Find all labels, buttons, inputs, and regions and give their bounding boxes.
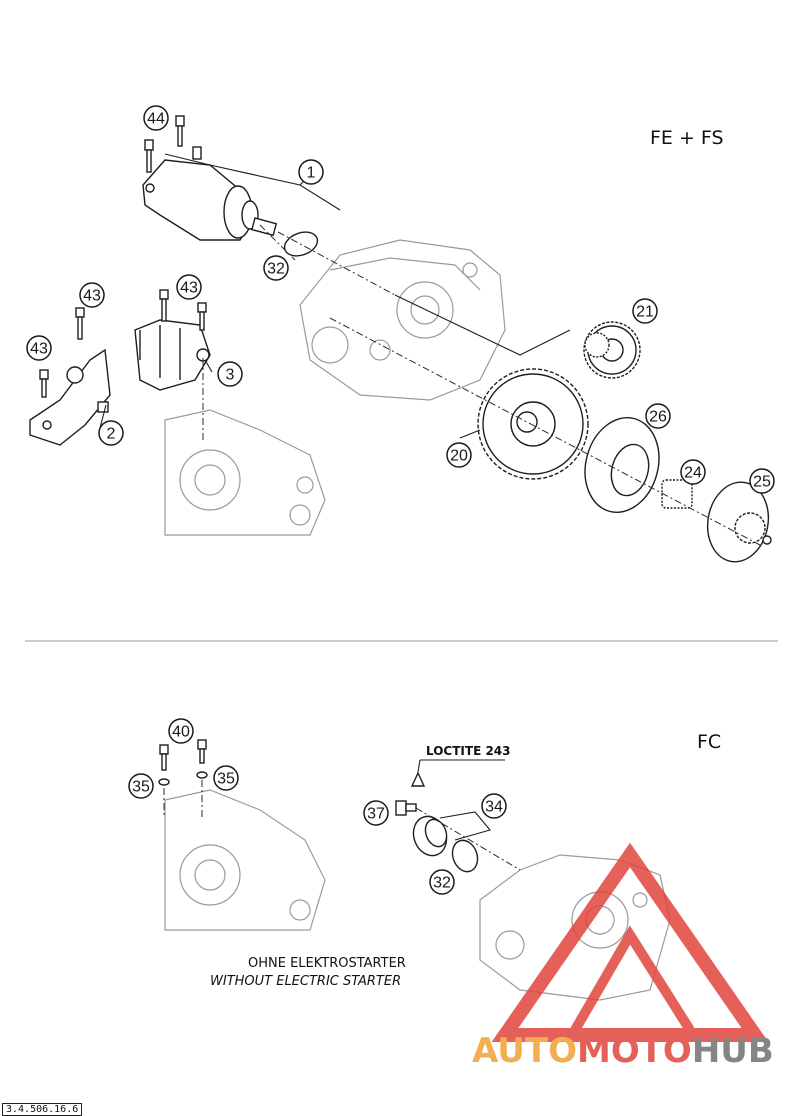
watermark-part-hub: HUB xyxy=(692,1031,774,1071)
bracket-3 xyxy=(134,319,211,391)
note-without-starter-en: WITHOUT ELECTRIC STARTER xyxy=(210,974,401,989)
callout-number: 24 xyxy=(684,465,702,482)
callout-number: 25 xyxy=(753,474,771,491)
gear-20 xyxy=(477,368,589,480)
callout-26: 26 xyxy=(645,403,671,429)
callout-number: 26 xyxy=(649,409,667,426)
section-title-fe-fs: FE + FS xyxy=(650,127,724,149)
callout-3: 3 xyxy=(217,361,243,387)
callout-44: 44 xyxy=(143,105,169,131)
callout-number: 32 xyxy=(433,875,451,892)
callout-21: 21 xyxy=(632,298,658,324)
callout-32: 32 xyxy=(263,255,289,281)
callout-24: 24 xyxy=(680,459,706,485)
plug-screw-37 xyxy=(395,800,417,816)
cover-plug-34 xyxy=(412,815,448,857)
section-title-fc: FC xyxy=(697,731,721,753)
callout-32: 32 xyxy=(429,869,455,895)
callout-number: 3 xyxy=(226,367,235,384)
bolt-43-right-b xyxy=(197,302,207,331)
callout-number: 34 xyxy=(485,799,503,816)
callout-25: 25 xyxy=(749,468,775,494)
callout-34: 34 xyxy=(481,793,507,819)
callout-20: 20 xyxy=(446,442,472,468)
freewheel-26 xyxy=(584,417,660,513)
callout-number: 2 xyxy=(107,426,116,443)
bolt-44-b xyxy=(175,115,185,147)
callout-number: 1 xyxy=(307,165,316,182)
callout-number: 35 xyxy=(132,779,150,796)
callout-35: 35 xyxy=(128,773,154,799)
callout-37: 37 xyxy=(363,800,389,826)
starter-motor xyxy=(142,146,278,241)
callout-43: 43 xyxy=(79,282,105,308)
callout-40: 40 xyxy=(168,718,194,744)
watermark-triangle-icon xyxy=(491,842,769,1042)
bolt-40-a xyxy=(158,744,170,786)
loctite-label: LOCTITE 243 xyxy=(426,744,511,758)
bolt-43-right-a xyxy=(159,289,169,322)
callout-number: 43 xyxy=(83,288,101,305)
crankcase-outline-top xyxy=(164,239,506,536)
callout-number: 35 xyxy=(217,771,235,788)
crankcase-outline-bottom-left xyxy=(164,789,326,931)
callout-1: 1 xyxy=(298,159,324,185)
figure-code: 3.4.506.16.6 xyxy=(2,1103,83,1116)
callout-number: 21 xyxy=(636,304,654,321)
watermark-logo: AUTOMOTOHUB xyxy=(472,842,774,1071)
note-without-starter-de: OHNE ELEKTROSTARTER xyxy=(248,956,406,971)
callout-number: 44 xyxy=(147,111,165,128)
o-ring-32-bottom xyxy=(451,839,479,873)
needle-bearing-24 xyxy=(661,479,693,509)
watermark-part-moto: MOTO xyxy=(577,1031,692,1071)
callout-43: 43 xyxy=(26,335,52,361)
callout-number: 20 xyxy=(450,448,468,465)
callout-number: 32 xyxy=(267,261,285,278)
loctite-drop-icon xyxy=(410,771,426,787)
bolt-40-b xyxy=(196,739,208,779)
callout-number: 40 xyxy=(172,724,190,741)
callout-43: 43 xyxy=(176,274,202,300)
bolt-43-left xyxy=(39,369,49,398)
leader-lines-top xyxy=(99,153,761,546)
bracket-2 xyxy=(29,348,111,446)
leader-lines-bottom xyxy=(163,759,521,871)
callout-number: 43 xyxy=(30,341,48,358)
callout-35: 35 xyxy=(213,765,239,791)
idler-gear-21 xyxy=(583,321,641,379)
callout-number: 43 xyxy=(180,280,198,297)
watermark-part-auto: AUTO xyxy=(472,1031,577,1071)
bolt-44-a xyxy=(144,139,154,173)
svg-text:AUTOMOTOHUB: AUTOMOTOHUB xyxy=(472,1031,774,1071)
callout-number: 37 xyxy=(367,806,385,823)
watermark-inner-mark-icon xyxy=(570,925,695,1033)
callout-2: 2 xyxy=(98,420,124,446)
bolt-43-mid xyxy=(75,307,85,340)
